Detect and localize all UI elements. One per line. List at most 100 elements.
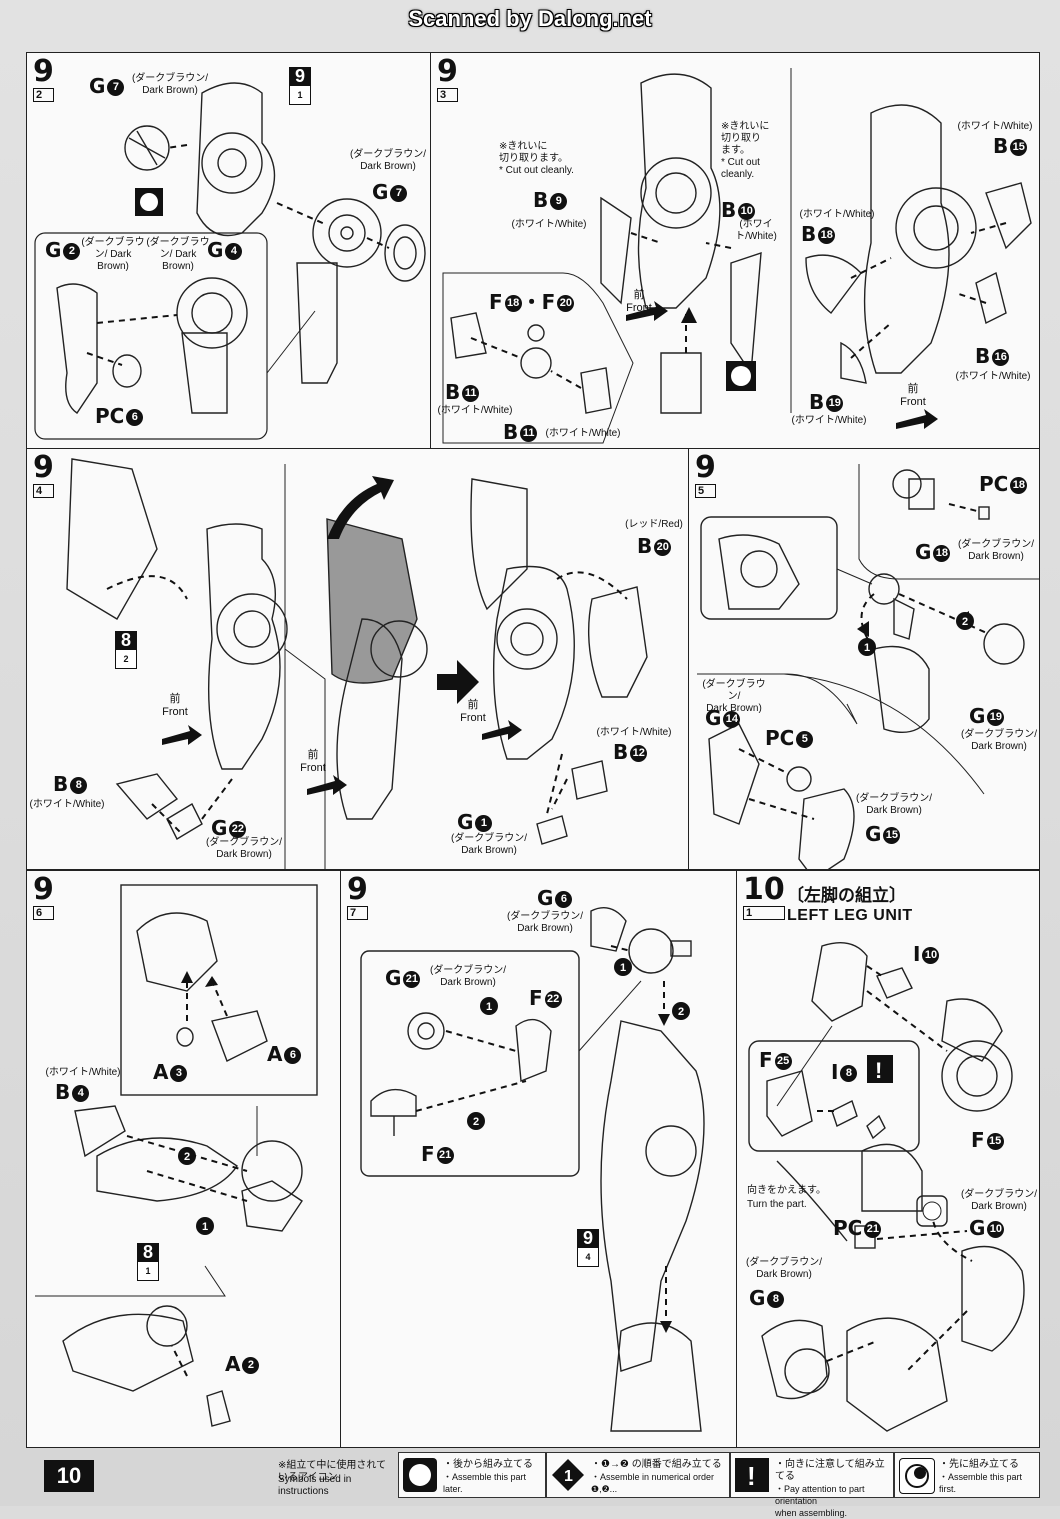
legend-text-jp: ・先に組み立てる bbox=[939, 1459, 1019, 1470]
svg-text:2: 2 bbox=[184, 1151, 190, 1163]
color-label: (ダークブラウン/ Dark Brown) bbox=[960, 729, 1038, 752]
color-label: (ダークブラウン/ Dark Brown) bbox=[429, 965, 507, 988]
assembly-drawing: 2 1 bbox=[35, 884, 318, 1427]
color-label: (ダークブラウン/ Dark Brown) bbox=[450, 833, 528, 856]
assembly-drawing bbox=[442, 68, 1032, 444]
color-label: (ホワイト/White) bbox=[735, 219, 777, 242]
color-label: (ダークブラウン/ Dark Brown) bbox=[506, 911, 584, 934]
color-label: (ダークブラウン/ Dark Brown) bbox=[745, 1257, 823, 1280]
svg-text:1: 1 bbox=[202, 1221, 208, 1233]
color-label: (ダークブラウン/ Dark Brown) bbox=[855, 793, 933, 816]
note-turn-part: Turn the part. bbox=[747, 1199, 807, 1210]
color-label: (ホワイト/White) bbox=[799, 209, 875, 220]
legend-assemble-later: ・後から組み立てる・Assemble this part later. bbox=[398, 1452, 546, 1498]
section-title: LEFT LEG UNIT bbox=[787, 907, 913, 924]
legend-assemble-first: ・先に組み立てる・Assemble this part first. bbox=[894, 1452, 1040, 1498]
numerical-order-icon: 1 bbox=[551, 1458, 585, 1492]
legend-text-en: ・Assemble this part first. bbox=[939, 1472, 1023, 1494]
assemble-later-icon bbox=[403, 1458, 437, 1492]
svg-text:2: 2 bbox=[473, 1116, 479, 1128]
svg-text:!: ! bbox=[875, 1058, 882, 1083]
legend-text-en: ・Assemble this part later. bbox=[443, 1472, 527, 1494]
color-label: (ダークブラウン/ Dark Brown) bbox=[205, 837, 283, 860]
legend-numerical-order: 1 ・❶→❷ の順番で組み立てる・Assemble in numerical o… bbox=[546, 1452, 730, 1498]
svg-text:!: ! bbox=[747, 1461, 756, 1491]
note-turn-part-jp: 向きをかえます。 bbox=[747, 1185, 826, 1196]
note-cut-cleanly: ※きれいに 切り取ります。 * Cut out cleanly. bbox=[499, 141, 574, 176]
legend-text-jp: ・向きに注意して組み立てる bbox=[775, 1459, 885, 1482]
color-label: (ダークブラウン/ Dark Brown) bbox=[81, 237, 145, 272]
attention-icon: ! bbox=[735, 1458, 769, 1492]
assembly-drawing: ! bbox=[748, 942, 1025, 1432]
color-label: (ダークブラウン/ Dark Brown) bbox=[960, 1189, 1038, 1212]
svg-text:2: 2 bbox=[962, 616, 968, 628]
svg-text:1: 1 bbox=[486, 1001, 492, 1013]
legend-intro-jp: ※組立て中に使用されているアイコン bbox=[278, 1460, 387, 1483]
color-label: (ホワイト/White) bbox=[437, 405, 513, 416]
svg-text:1: 1 bbox=[864, 642, 870, 654]
assembly-drawing: 1 2 bbox=[697, 464, 1039, 869]
color-label: (ダークブラウン/ Dark Brown) bbox=[131, 73, 209, 96]
section-title-jp: 〔左脚の組立〕 bbox=[787, 886, 906, 905]
legend-intro-en: Symbols used in instructions bbox=[278, 1474, 352, 1497]
footer: 10 ※組立て中に使用されているアイコン Symbols used in ins… bbox=[0, 1448, 1060, 1518]
color-label: (ダークブラウン/ Dark Brown) bbox=[702, 679, 766, 714]
color-label: (ホワイト/White) bbox=[955, 371, 1031, 382]
legend-text-en: ・Pay attention to part orientation when … bbox=[775, 1484, 865, 1518]
color-label: (ホワイト/White) bbox=[29, 799, 105, 810]
legend-orientation: ! ・向きに注意して組み立てる・Pay attention to part or… bbox=[730, 1452, 894, 1518]
assemble-first-icon bbox=[899, 1458, 935, 1494]
assembly-drawing: 1 2 1 2 bbox=[360, 907, 705, 1432]
page-number: 10 bbox=[44, 1460, 94, 1492]
legend-text-jp: ・後から組み立てる bbox=[443, 1459, 533, 1470]
assembly-drawing bbox=[34, 82, 426, 440]
color-label: (ダークブラウン/ Dark Brown) bbox=[146, 237, 210, 272]
